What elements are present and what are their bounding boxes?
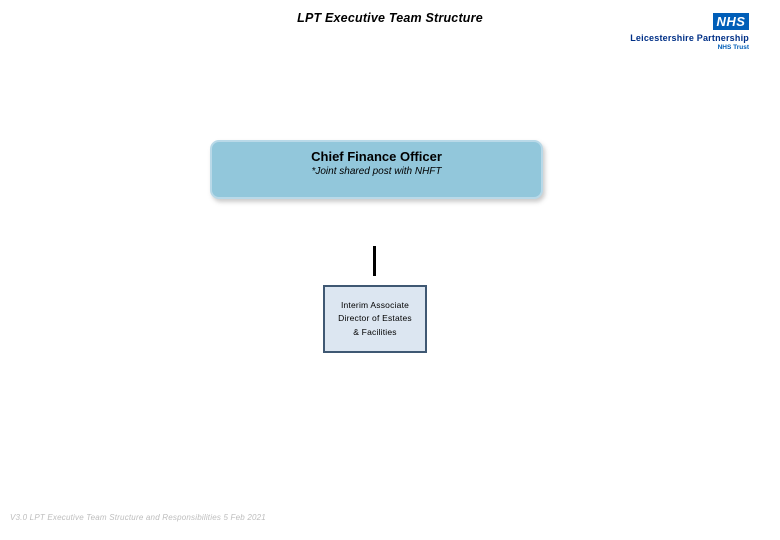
org-chart-connector-line — [373, 246, 376, 276]
org-node-label-line: & Facilities — [353, 326, 397, 337]
page-title: LPT Executive Team Structure — [297, 11, 483, 25]
org-node-interim-associate-director: Interim Associate Director of Estates & … — [323, 285, 427, 353]
nhs-logo-icon: NHS — [713, 13, 749, 30]
version-footer: V3.0 LPT Executive Team Structure and Re… — [10, 513, 266, 522]
nhs-trust-logo: NHS Leicestershire Partnership NHS Trust — [630, 13, 749, 51]
org-node-chief-finance-officer: Chief Finance Officer *Joint shared post… — [210, 140, 543, 199]
org-node-title: Chief Finance Officer — [311, 149, 442, 164]
logo-tagline: NHS Trust — [717, 44, 749, 51]
org-node-label-line: Interim Associate — [340, 299, 410, 310]
logo-organisation-name: Leicestershire Partnership — [630, 33, 749, 43]
org-node-label-line: Director of Estates — [338, 313, 412, 324]
org-node-subtitle: *Joint shared post with NHFT — [311, 166, 442, 177]
